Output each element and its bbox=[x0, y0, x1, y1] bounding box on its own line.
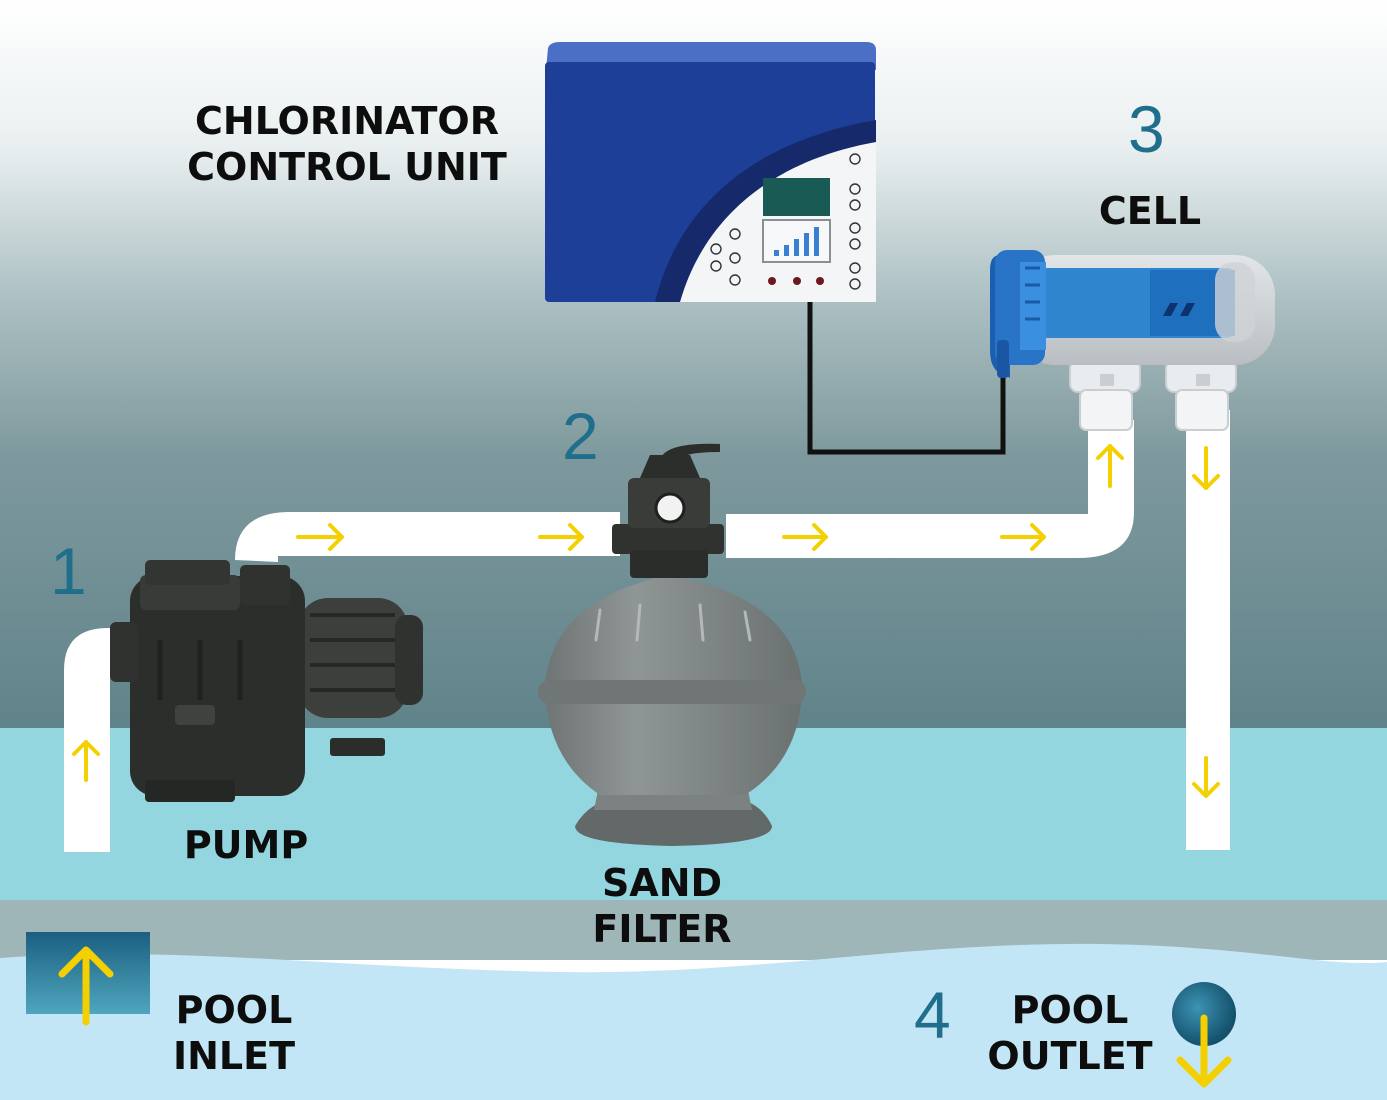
step-number-1: 1 bbox=[50, 534, 87, 608]
display-screen bbox=[763, 178, 830, 216]
step-number-3: 3 bbox=[1128, 92, 1165, 166]
pump bbox=[110, 560, 423, 802]
pool-surface bbox=[0, 943, 1387, 1100]
up-arrow-icon bbox=[72, 740, 100, 782]
step-number-4: 4 bbox=[914, 978, 951, 1052]
sand-filter bbox=[538, 443, 806, 846]
sand-filter-label: SAND FILTER bbox=[592, 861, 732, 952]
right-arrow-icon bbox=[1000, 523, 1046, 551]
pool-inlet-box bbox=[26, 932, 150, 1026]
right-arrow-icon bbox=[782, 523, 828, 551]
control-unit-label: CHLORINATOR CONTROL UNIT bbox=[187, 99, 507, 190]
inlet-pipe bbox=[64, 628, 124, 852]
control-cable bbox=[807, 300, 1006, 455]
chlorinator-cell bbox=[990, 250, 1275, 378]
step-number-2: 2 bbox=[562, 399, 599, 473]
signal-bars-icon bbox=[774, 227, 819, 256]
indicator-leds bbox=[768, 277, 824, 285]
pool-outlet bbox=[1172, 982, 1236, 1088]
chlorinator-control-unit bbox=[545, 42, 876, 302]
control-buttons bbox=[710, 153, 861, 290]
down-arrow-icon bbox=[1192, 756, 1220, 798]
pool-outlet-label: POOL OUTLET bbox=[987, 988, 1153, 1079]
pool-inlet-label: POOL INLET bbox=[172, 988, 296, 1079]
right-arrow-icon bbox=[538, 523, 584, 551]
down-arrow-icon bbox=[1176, 1014, 1232, 1088]
cell-label: CELL bbox=[1098, 189, 1202, 233]
down-arrow-icon bbox=[1192, 446, 1220, 490]
flow-arrows bbox=[72, 444, 1220, 798]
right-arrow-icon bbox=[296, 523, 344, 551]
pump-label: PUMP bbox=[183, 823, 309, 867]
cell-fittings bbox=[1069, 359, 1237, 431]
up-arrow-icon bbox=[1096, 444, 1124, 488]
up-arrow-icon bbox=[58, 946, 114, 1026]
